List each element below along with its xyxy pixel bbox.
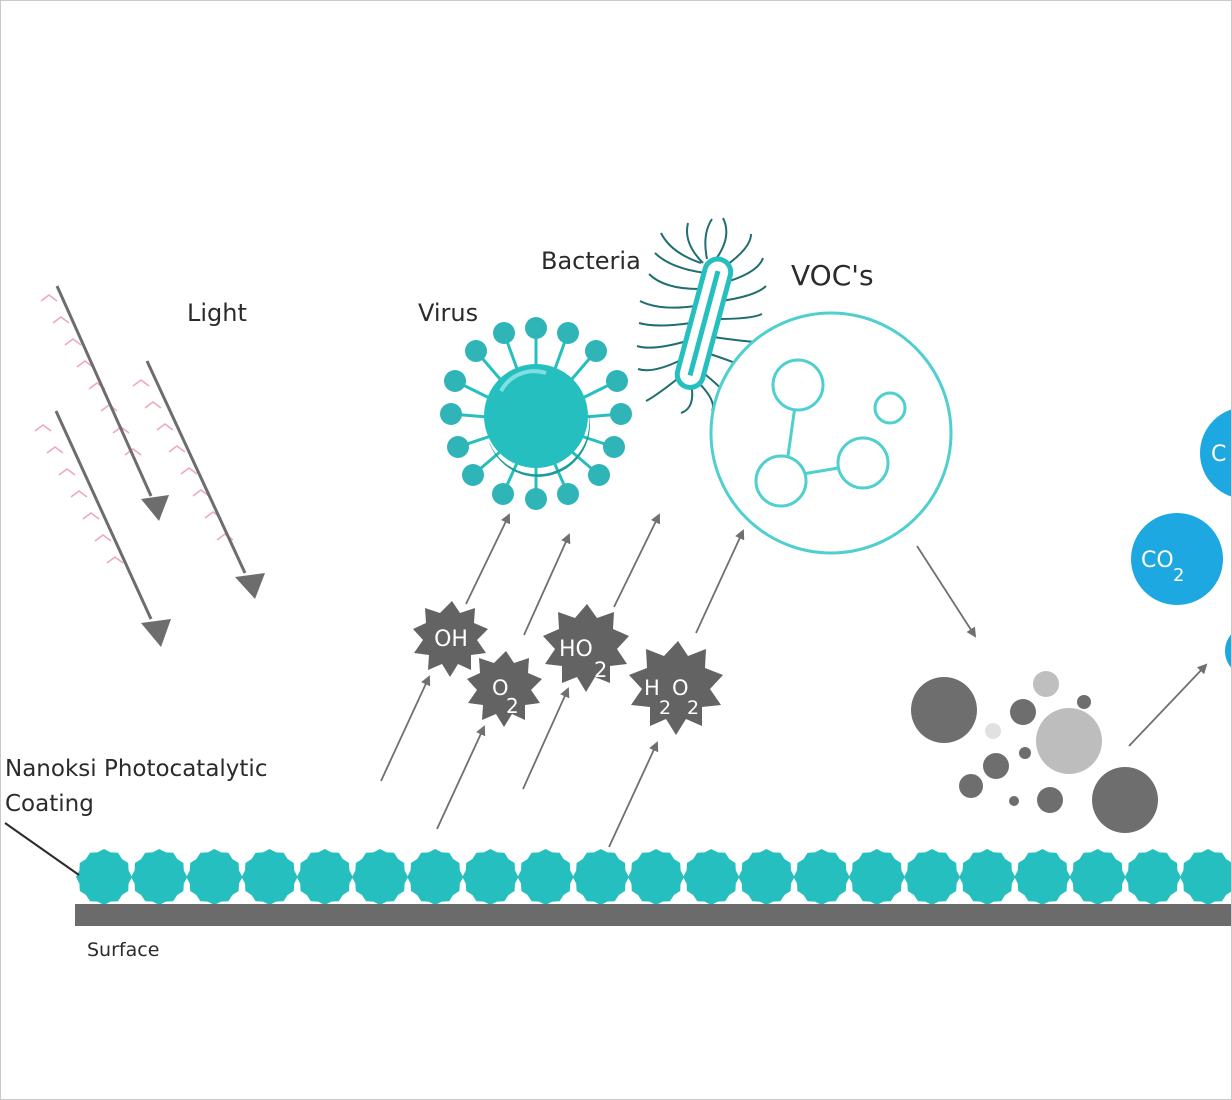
coating-bead [1180, 849, 1231, 905]
svg-text:O: O [492, 676, 509, 700]
coating-pointer-line [4, 822, 80, 876]
arrow-ho2-bacteria [613, 513, 660, 608]
svg-text:2: 2 [1173, 565, 1184, 586]
co2-bubble-3 [1225, 634, 1231, 668]
arrow-o2-virus [523, 533, 571, 636]
light-ray-1 [40, 285, 169, 521]
virus-icon [440, 317, 632, 510]
svg-text:HO: HO [559, 637, 593, 662]
coating-bead [131, 849, 188, 905]
coating-bead [1069, 849, 1126, 905]
surface-layer [75, 904, 1231, 926]
light-label: Light [187, 299, 247, 327]
radical-o2: O 2 [467, 651, 542, 727]
light-rays [34, 285, 265, 647]
arrow-oh-virus [465, 513, 511, 605]
bacteria-label: Bacteria [541, 247, 641, 275]
coating-bead [628, 849, 684, 905]
coating-bead [352, 849, 408, 905]
svg-text:2: 2 [594, 658, 607, 682]
svg-text:CO: CO [1141, 548, 1174, 573]
coating-bead [848, 849, 905, 905]
arrow-surface-ho2 [522, 687, 570, 790]
arrow-h2o2-vocs [695, 529, 745, 634]
coating-bead [572, 849, 629, 905]
svg-text:2: 2 [506, 694, 519, 718]
arrow-surface-oh [380, 675, 431, 782]
coating-label-line1: Nanoksi Photocatalytic [5, 756, 267, 782]
arrow-surface-o2 [436, 725, 486, 830]
coating-bead [793, 849, 850, 905]
coating-bead [683, 849, 740, 905]
coating-bead [462, 849, 519, 905]
coating-bead [738, 849, 795, 905]
radical-h2o2: H 2 O 2 [629, 641, 723, 735]
bacteria-icon [636, 217, 767, 414]
coating-bead [76, 849, 132, 905]
coating-bead [1124, 849, 1181, 905]
co2-bubble-1: CO 2 [1131, 513, 1223, 605]
svg-text:O: O [672, 676, 689, 700]
svg-text:2: 2 [659, 697, 671, 719]
arrow-surface-h2o2 [608, 741, 659, 848]
coating-bead [904, 849, 960, 905]
coating-bead [296, 849, 353, 905]
vocs-icon [709, 311, 953, 555]
vocs-label: VOC's [791, 259, 874, 292]
svg-text:OH: OH [434, 627, 468, 652]
reaction-arrows [380, 513, 1208, 848]
svg-text:H: H [644, 676, 660, 700]
decomposed-particles [911, 671, 1158, 833]
coating-bead [517, 849, 574, 905]
coating-bead [959, 849, 1016, 905]
svg-text:C: C [1211, 442, 1226, 467]
light-ray-2 [34, 410, 171, 647]
arrow-vocs-particles [916, 545, 977, 638]
radical-oh: OH [413, 601, 488, 677]
coating-bead [1014, 849, 1071, 905]
light-ray-3 [132, 360, 265, 599]
photocatalytic-coating [76, 849, 1231, 905]
coating-bead [186, 849, 243, 905]
svg-text:2: 2 [687, 697, 699, 719]
virus-label: Virus [418, 299, 478, 327]
coating-bead [407, 849, 464, 905]
radical-ho2: HO 2 [543, 604, 629, 692]
coating-label-line2: Coating [5, 791, 94, 817]
surface-label: Surface [87, 939, 159, 961]
coating-bead [241, 849, 298, 905]
arrow-particles-co2 [1128, 663, 1208, 747]
co2-bubble-2: C [1200, 409, 1231, 497]
